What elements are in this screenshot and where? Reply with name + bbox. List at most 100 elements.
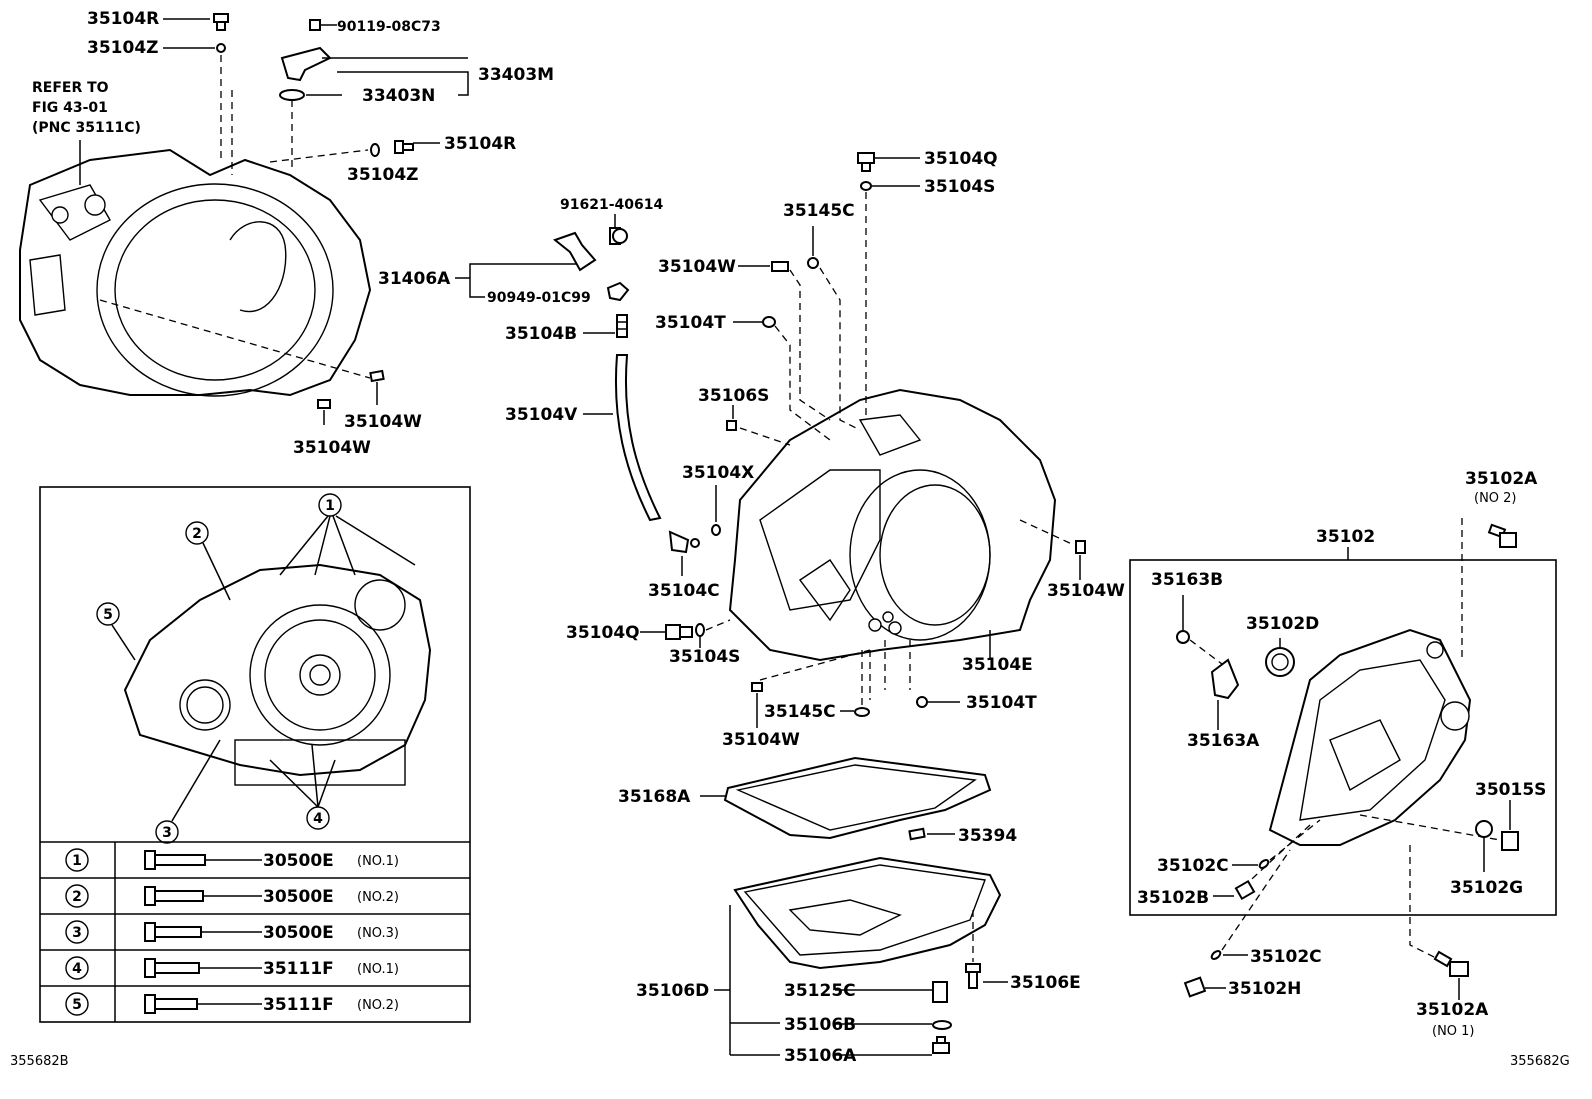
pin-35104W-e xyxy=(751,682,763,692)
label-35106E: 35106E xyxy=(1010,973,1081,993)
bolt-table-number: 1 xyxy=(72,853,82,869)
label-35102D: 35102D xyxy=(1246,614,1319,634)
bolt-table-row: 3 30500E (NO.3) xyxy=(65,920,399,944)
bolt-shank-icon xyxy=(154,962,200,974)
label-35102A-top-note: (NO 2) xyxy=(1474,491,1517,506)
label-91621: 91621-40614 xyxy=(560,197,663,213)
sensor-33403M xyxy=(280,46,332,82)
label-35104W-a: 35104W xyxy=(344,412,422,432)
oring-35102C-b xyxy=(1210,950,1222,960)
gasket-35106B xyxy=(932,1020,952,1030)
bolt-icon xyxy=(144,886,156,906)
label-35102B: 35102B xyxy=(1137,888,1209,908)
oil-pan-35106D xyxy=(733,856,1002,970)
bolt-icon xyxy=(144,850,156,870)
pin-35104W-c xyxy=(771,261,789,272)
gasket-35104S-top xyxy=(860,181,872,191)
gasket-35104Z-mid xyxy=(370,143,380,157)
inset-callout-4: 4 xyxy=(306,806,330,830)
bolt-table-number: 3 xyxy=(72,925,82,941)
plug-35106A xyxy=(932,1036,950,1054)
gasket-35104X xyxy=(711,524,721,536)
label-35102A-bot: 35102A xyxy=(1416,1000,1489,1020)
bolt-35106E xyxy=(965,963,981,989)
bolt-table-part-number: 30500E xyxy=(263,923,334,943)
bolt-table-number-circle xyxy=(65,920,89,944)
label-35104X: 35104X xyxy=(682,463,754,483)
pin-35104W-b xyxy=(317,399,331,409)
bolt-table-number: 5 xyxy=(72,997,82,1013)
extension-housing-drawing xyxy=(1268,628,1472,846)
bolt-shank-icon xyxy=(154,890,204,902)
svg-text:4: 4 xyxy=(313,811,323,827)
inset-callout-5: 5 xyxy=(96,602,120,626)
label-35102A-top: 35102A xyxy=(1465,469,1538,489)
svg-text:2: 2 xyxy=(192,526,202,542)
bolt-table-part-number: 30500E xyxy=(263,851,334,871)
refer-note-line3: (PNC 35111C) xyxy=(32,120,141,136)
fitting-35104B xyxy=(616,314,628,338)
label-35102G: 35102G xyxy=(1450,878,1523,898)
label-35102A-bot-note: (NO 1) xyxy=(1432,1024,1475,1039)
label-35104S-mid: 35104S xyxy=(669,647,740,667)
part-labels: 35104R 35104Z 90119-08C73 33403M 33403N … xyxy=(10,9,1570,1069)
bolt-shank-icon xyxy=(154,998,198,1010)
label-35163B: 35163B xyxy=(1151,570,1223,590)
label-35104Q-top: 35104Q xyxy=(924,149,998,169)
bolt-table-number-circle xyxy=(65,884,89,908)
gasket-35104S-mid xyxy=(695,623,705,637)
label-35104T-a: 35104T xyxy=(655,313,726,333)
label-35104Q-mid: 35104Q xyxy=(566,623,640,643)
label-35106D: 35106D xyxy=(636,981,709,1001)
inset-box xyxy=(39,486,471,1023)
leader-dashed-35104Z xyxy=(220,55,233,175)
label-35104C: 35104C xyxy=(648,581,720,601)
bolt-table-note: (NO.3) xyxy=(357,926,399,941)
clamp-90949 xyxy=(606,281,630,302)
bolt-table-part-number: 35111F xyxy=(263,959,334,979)
gasket-35102G xyxy=(1475,820,1493,838)
label-35394: 35394 xyxy=(958,826,1017,846)
label-35102H: 35102H xyxy=(1228,979,1301,999)
bolt-table-row: 1 30500E (NO.1) xyxy=(65,848,399,872)
label-35104W-d: 35104W xyxy=(1047,581,1125,601)
bolt-91621 xyxy=(609,227,628,245)
fitting-35104C xyxy=(668,530,700,554)
bolt-table-number: 4 xyxy=(72,961,82,977)
label-35104Z-top: 35104Z xyxy=(87,38,158,58)
label-31406A: 31406A xyxy=(378,269,451,289)
label-35104B: 35104B xyxy=(505,324,577,344)
bolt-35104Q-mid xyxy=(665,624,693,640)
bolt-shank-icon xyxy=(154,926,202,938)
label-35104W-b: 35104W xyxy=(293,438,371,458)
label-35102: 35102 xyxy=(1316,527,1375,547)
pin-35106S xyxy=(726,420,737,431)
label-35015S: 35015S xyxy=(1475,780,1546,800)
label-35106B: 35106B xyxy=(784,1015,856,1035)
bolt-table-part-number: 30500E xyxy=(263,887,334,907)
label-35104W-c: 35104W xyxy=(658,257,736,277)
footer-left-code: 355682B xyxy=(10,1054,69,1069)
oring-33403N xyxy=(279,89,305,101)
bolt-35102B xyxy=(1234,879,1256,901)
gasket-35145C-bot xyxy=(854,707,870,717)
plug-35015S xyxy=(1501,831,1519,851)
gasket-35104T-a xyxy=(762,316,776,328)
bolt-icon xyxy=(144,922,156,942)
strainer-35125C xyxy=(932,981,948,1003)
label-35102C-a: 35102C xyxy=(1157,856,1229,876)
label-35104V: 35104V xyxy=(505,405,578,425)
gasket-35145C-top xyxy=(807,257,819,269)
svg-text:5: 5 xyxy=(103,607,113,623)
bolt-35104R-top xyxy=(213,13,229,31)
bolt-table-note: (NO.1) xyxy=(357,854,399,869)
bolt-icon xyxy=(144,958,156,978)
bolt-35102A-bot xyxy=(1433,950,1469,977)
label-35125C: 35125C xyxy=(784,981,856,1001)
bolt-35102A-top xyxy=(1487,523,1517,548)
hose-35104V xyxy=(614,354,662,522)
label-33403M: 33403M xyxy=(478,65,554,85)
